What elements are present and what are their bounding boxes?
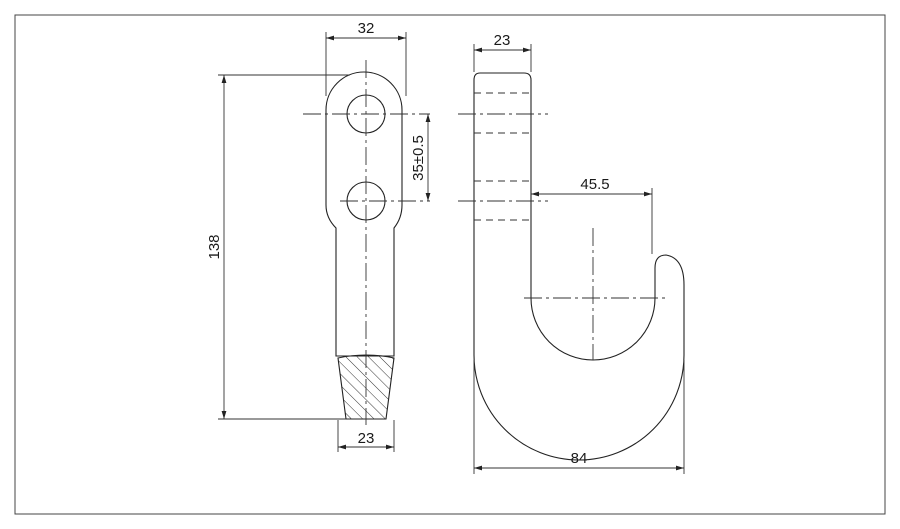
dim-overall-width: 84 xyxy=(571,450,588,467)
hook-outline xyxy=(473,72,685,461)
dim-throat-offset: 45.5 xyxy=(580,176,609,193)
front-view: 32 138 35±0.5 23 xyxy=(206,20,431,452)
dim-top-width-side: 23 xyxy=(494,32,511,49)
front-view-body-outline xyxy=(325,71,403,357)
side-view: 23 45.5 84 xyxy=(458,32,685,474)
dim-top-width-front: 32 xyxy=(358,20,375,37)
dim-overall-height: 138 xyxy=(206,234,223,259)
dim-bottom-width-front: 23 xyxy=(358,430,375,447)
drawing-frame xyxy=(14,14,886,515)
dim-hole-spacing: 35±0.5 xyxy=(410,135,427,181)
